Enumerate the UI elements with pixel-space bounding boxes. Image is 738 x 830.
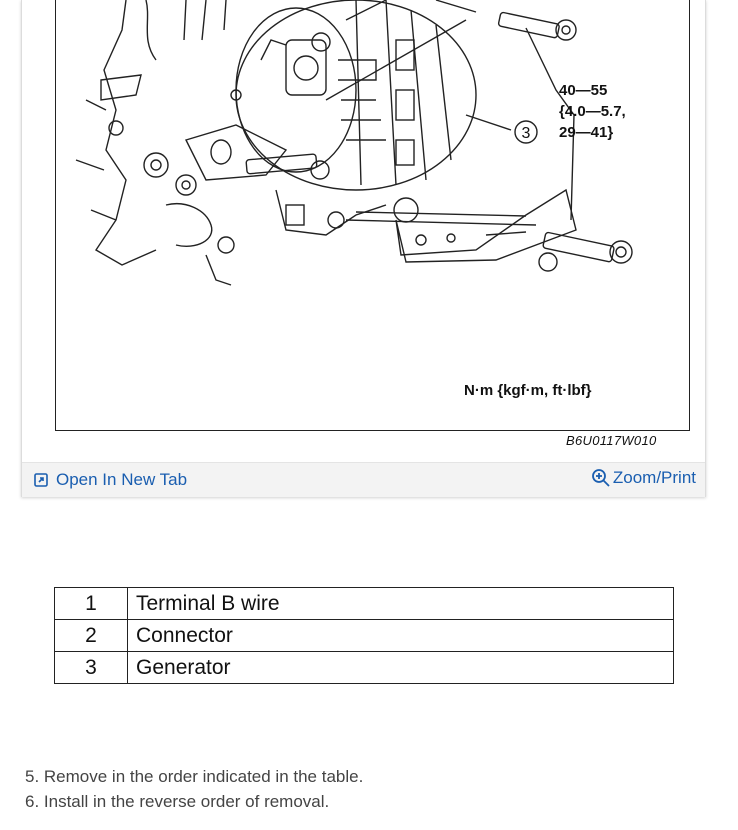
procedure-steps: 5. Remove in the order indicated in the … (25, 764, 363, 814)
zoom-print-label: Zoom/Print (612, 468, 696, 487)
part-description: Terminal B wire (127, 587, 674, 620)
part-description: Generator (127, 651, 674, 684)
parts-table: 1 Terminal B wire 2 Connector 3 Generato… (54, 587, 674, 684)
part-number: 2 (54, 619, 128, 652)
zoom-in-icon (591, 469, 610, 487)
step-item: 5. Remove in the order indicated in the … (25, 767, 364, 786)
part-number: 1 (54, 587, 128, 620)
generator-illustration: 3 (75, 0, 633, 286)
torque-units: N·m {kgf·m, ft·lbf} (464, 382, 592, 399)
table-row: 2 Connector (54, 619, 674, 652)
figure-code: B6U0117W010 (566, 433, 657, 448)
open-in-new-tab-label: Open In New Tab (56, 470, 188, 489)
part-number: 3 (54, 651, 128, 684)
figure-card: 3 40—55 {4.0—5.7, 29—41} N·m {kgf·m, ft·… (21, 0, 706, 497)
open-in-new-tab-link[interactable]: Open In New Tab (34, 470, 187, 490)
part-description: Connector (127, 619, 674, 652)
torque-spec: 40—55 {4.0—5.7, 29—41} (559, 82, 626, 141)
table-row: 1 Terminal B wire (54, 587, 674, 620)
table-row: 3 Generator (54, 651, 674, 684)
figure-toolbar: Open In New Tab Zoom/Print (22, 462, 705, 497)
callout-number: 3 (522, 125, 531, 142)
step-item: 6. Install in the reverse order of remov… (25, 792, 330, 811)
generator-diagram: 3 40—55 {4.0—5.7, 29—41} N·m {kgf·m, ft·… (55, 0, 690, 431)
zoom-print-link[interactable]: Zoom/Print (591, 468, 696, 488)
open-in-new-tab-icon (34, 473, 48, 487)
